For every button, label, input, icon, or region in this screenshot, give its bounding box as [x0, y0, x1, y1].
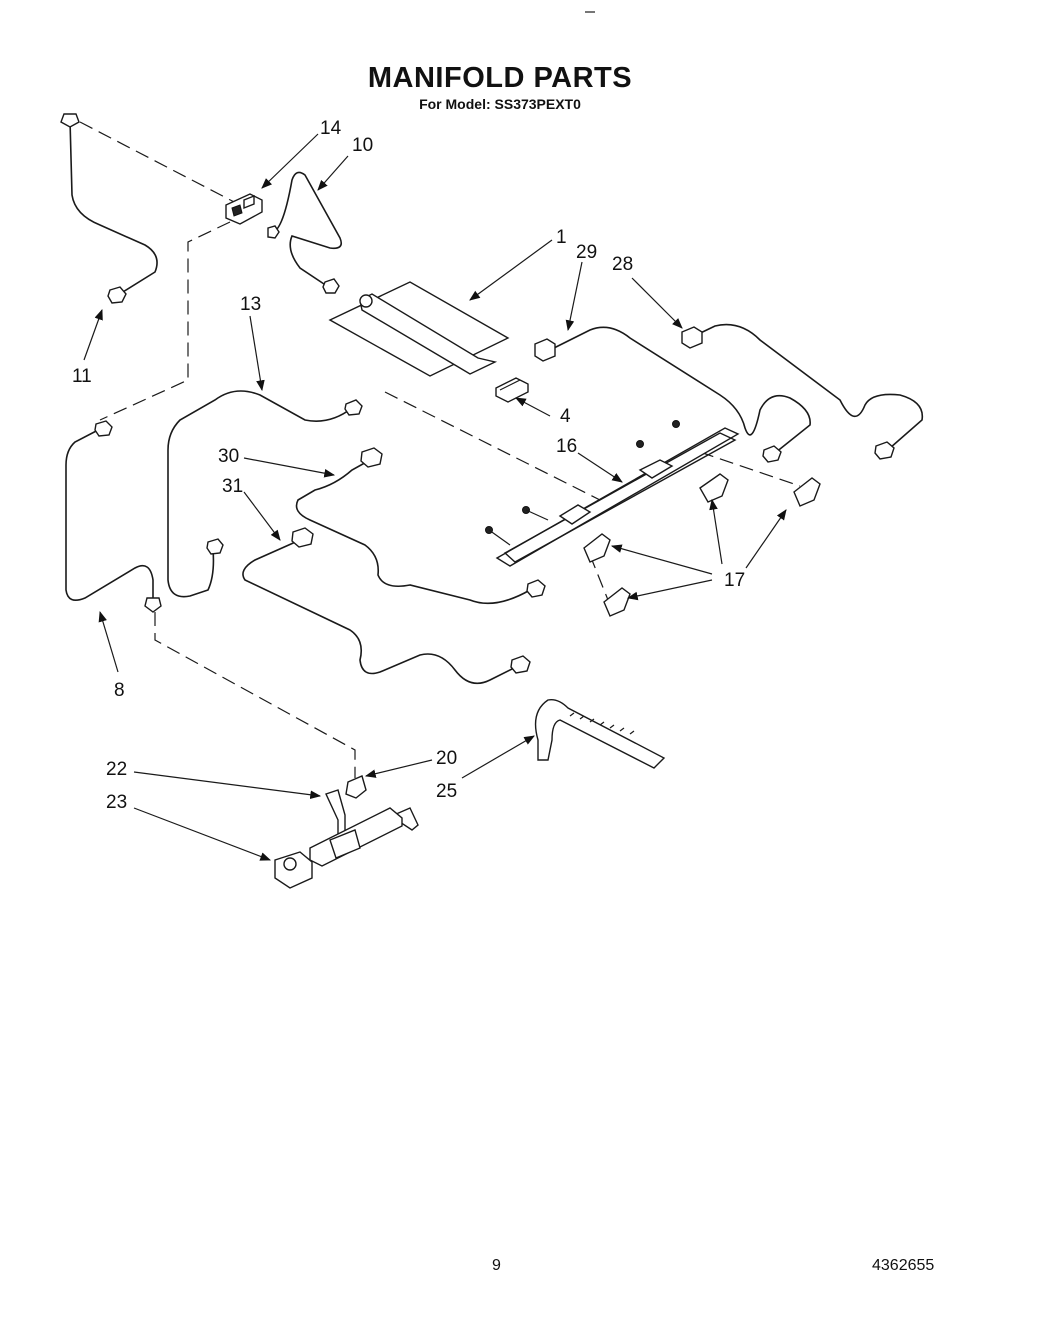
part-25-burner — [534, 698, 666, 769]
part-16-manifold-bar — [485, 420, 740, 567]
part-1-shield — [328, 281, 510, 377]
callout-14: 14 — [320, 118, 342, 139]
assembly-dashed-lines — [79, 121, 801, 778]
callout-11: 11 — [72, 366, 92, 387]
callout-30: 30 — [218, 446, 239, 467]
tube-30 — [295, 447, 546, 605]
callout-4: 4 — [560, 406, 571, 427]
tube-31 — [242, 527, 531, 685]
part-4-clip — [495, 377, 529, 403]
callout-labels: 14 10 1 29 28 11 13 4 16 30 31 17 8 20 2… — [72, 118, 745, 813]
callout-29: 29 — [576, 242, 597, 263]
tube-8 — [65, 420, 162, 613]
part-20-fitting — [345, 775, 367, 799]
callout-20: 20 — [436, 748, 457, 769]
page-title: MANIFOLD PARTS — [367, 62, 633, 94]
callout-16: 16 — [556, 436, 577, 457]
callout-8: 8 — [114, 680, 125, 701]
tube-13 — [167, 390, 363, 598]
callout-31: 31 — [222, 476, 243, 497]
document-number: 4362655 — [872, 1257, 935, 1274]
tube-29 — [534, 326, 811, 463]
tube-10 — [267, 171, 343, 294]
callout-17: 17 — [724, 570, 745, 591]
page-number: 9 — [492, 1257, 501, 1274]
tube-11 — [60, 113, 158, 304]
part-23-regulator-assembly — [274, 807, 403, 889]
callout-leader-lines — [83, 133, 787, 861]
callout-1: 1 — [556, 227, 567, 248]
tube-28 — [681, 323, 924, 460]
callout-22: 22 — [106, 759, 127, 780]
callout-10: 10 — [352, 135, 373, 156]
valve-14 — [225, 193, 263, 225]
callout-23: 23 — [106, 792, 127, 813]
model-subtitle: For Model: SS373PEXT0 — [419, 96, 581, 112]
callout-25: 25 — [436, 781, 457, 802]
part-17-orifice-holders — [583, 473, 821, 617]
callout-28: 28 — [612, 254, 633, 275]
callout-13: 13 — [240, 294, 261, 315]
